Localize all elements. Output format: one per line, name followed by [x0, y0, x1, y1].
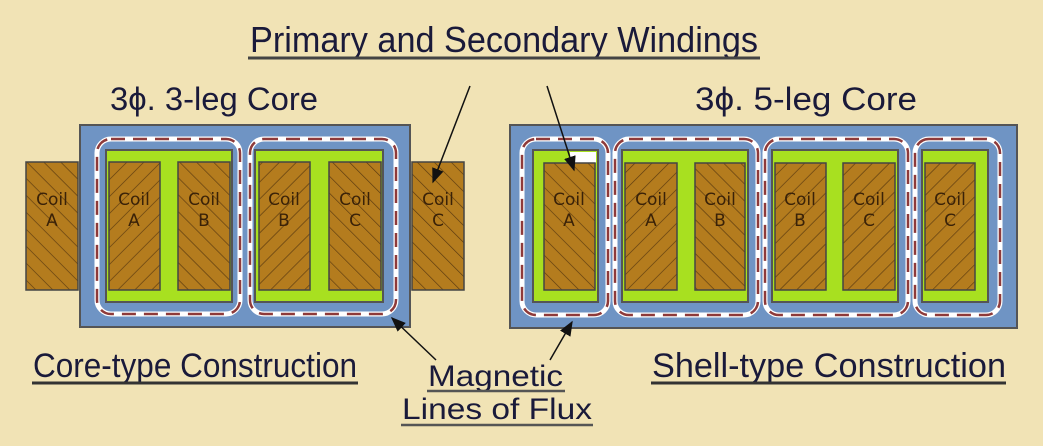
winding-arrow: [432, 85, 471, 184]
svg-text:A: A: [46, 211, 58, 231]
svg-text:Lines of Flux: Lines of Flux: [402, 393, 592, 426]
flux-label: Magnetic Lines of Flux: [401, 360, 593, 427]
flux-arrow: [549, 320, 573, 361]
flux-line: [95, 137, 242, 316]
svg-text:B: B: [278, 211, 290, 231]
shell-type-diagram: 3ϕ. 5-leg Core Coil A Coil A Coil B: [509, 81, 1018, 385]
core-type-diagram: 3ϕ. 3-leg Core Coil A Coil A Coil B Coil: [25, 81, 465, 385]
coil-c-outer: Coil C: [411, 161, 465, 291]
svg-text:Coil: Coil: [188, 190, 220, 210]
coil-c: Coil C: [842, 162, 896, 291]
svg-text:Coil: Coil: [118, 190, 150, 210]
coil-b: Coil B: [258, 161, 311, 291]
shell-type-heading: 3ϕ. 5-leg Core: [695, 81, 917, 117]
svg-text:C: C: [432, 211, 444, 231]
svg-text:Coil: Coil: [635, 190, 667, 210]
svg-text:Coil: Coil: [36, 190, 68, 210]
svg-text:Coil: Coil: [704, 190, 736, 210]
core-type-heading: 3ϕ. 3-leg Core: [110, 81, 318, 117]
core-type-caption: Core-type Construction: [33, 347, 357, 385]
svg-text:C: C: [944, 211, 956, 231]
svg-text:A: A: [563, 211, 575, 231]
coil-c: Coil C: [328, 161, 382, 291]
coil-a: Coil A: [108, 161, 161, 291]
title: Primary and Secondary Windings: [248, 19, 760, 60]
svg-text:Primary and Secondary Windings: Primary and Secondary Windings: [250, 19, 758, 60]
highlight-patch: [570, 152, 596, 163]
svg-text:B: B: [714, 211, 726, 231]
coil-b: Coil B: [694, 162, 746, 291]
coil-a-outer: Coil A: [25, 161, 79, 291]
shell-type-caption: Shell-type Construction: [652, 347, 1006, 385]
flux-arrow: [390, 316, 437, 361]
flux-line: [913, 137, 1002, 317]
svg-text:A: A: [645, 211, 657, 231]
svg-text:B: B: [198, 211, 210, 231]
flux-line: [613, 137, 760, 317]
svg-text:Coil: Coil: [339, 190, 371, 210]
svg-text:Coil: Coil: [422, 190, 454, 210]
svg-text:B: B: [794, 211, 806, 231]
svg-text:Coil: Coil: [853, 190, 885, 210]
svg-text:Coil: Coil: [268, 190, 300, 210]
flux-line: [520, 137, 610, 317]
svg-text:Magnetic: Magnetic: [428, 360, 563, 393]
coil-c: Coil C: [924, 162, 976, 291]
svg-text:A: A: [128, 211, 140, 231]
coil-a: Coil A: [543, 162, 596, 291]
coil-b: Coil B: [774, 162, 827, 291]
coil-b: Coil B: [177, 161, 231, 291]
svg-text:C: C: [349, 211, 361, 231]
svg-text:Coil: Coil: [934, 190, 966, 210]
flux-line: [763, 137, 910, 317]
coil-a: Coil A: [624, 162, 678, 291]
winding-arrow: [546, 85, 576, 172]
svg-text:Coil: Coil: [553, 190, 585, 210]
svg-text:C: C: [863, 211, 875, 231]
svg-text:Coil: Coil: [784, 190, 816, 210]
